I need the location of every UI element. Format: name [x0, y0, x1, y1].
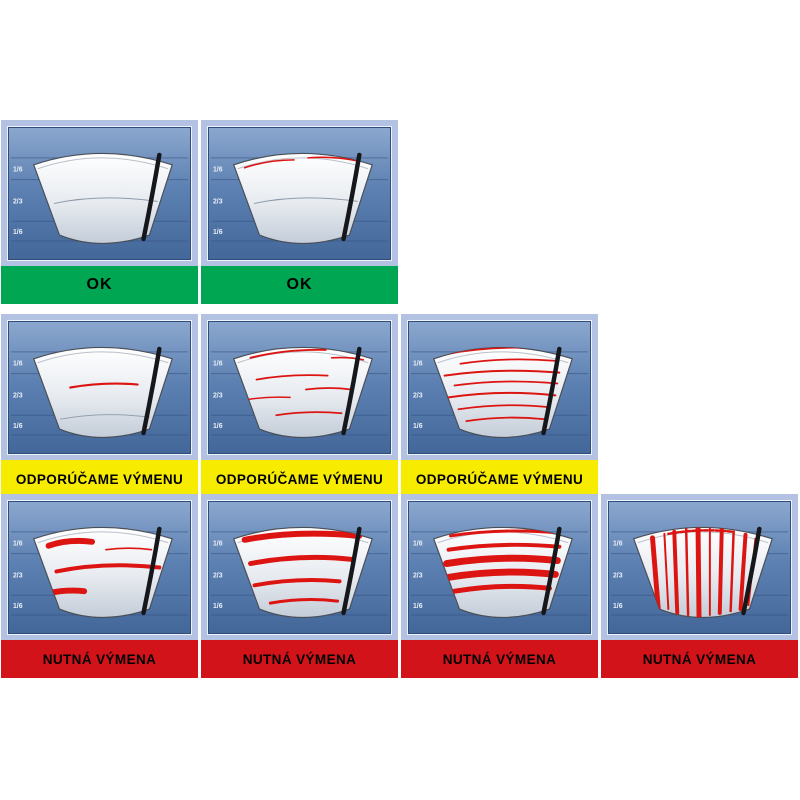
wear-streaks: [243, 156, 359, 204]
windshield-panel: [407, 320, 592, 455]
panel-frame: [401, 314, 598, 460]
wear-streak: [738, 532, 748, 612]
status-label: ODPORÚČAME VÝMENU: [201, 460, 398, 498]
cell-recommend-3: ODPORÚČAME VÝMENU: [401, 314, 598, 498]
wear-streak: [252, 578, 342, 588]
wear-streak: [69, 382, 139, 389]
windshield-illustration: [410, 502, 589, 619]
windshield-illustration: [10, 322, 189, 439]
wear-streak: [729, 530, 735, 613]
status-label: NUTNÁ VÝMENA: [1, 640, 198, 678]
wear-streaks: [247, 348, 365, 417]
status-label: OK: [201, 266, 398, 304]
panel-frame: [201, 314, 398, 460]
wear-streak: [248, 554, 356, 567]
windshield-panel: [7, 320, 192, 455]
status-label: NUTNÁ VÝMENA: [601, 640, 798, 678]
wear-streak: [105, 547, 153, 551]
wear-streak: [457, 404, 551, 411]
wear-streak: [717, 527, 724, 615]
status-label: NUTNÁ VÝMENA: [201, 640, 398, 678]
panel-frame: [201, 120, 398, 266]
wear-streak: [443, 554, 561, 568]
windshield-panel: [7, 126, 192, 261]
windshield-base: [210, 526, 389, 619]
panel-frame: [1, 494, 198, 640]
wear-streaks: [443, 529, 562, 594]
cell-replace-1: NUTNÁ VÝMENA: [1, 494, 198, 678]
wear-streak: [307, 156, 359, 162]
wear-streak: [59, 414, 150, 420]
cell-replace-4: NUTNÁ VÝMENA: [601, 494, 798, 678]
status-label: ODPORÚČAME VÝMENU: [1, 460, 198, 498]
wear-streaks: [54, 197, 158, 204]
wear-streaks: [241, 530, 363, 605]
windshield-illustration: [10, 502, 189, 619]
panel-frame: [201, 494, 398, 640]
wear-streak: [243, 159, 295, 169]
cell-ok-1: OK: [1, 120, 198, 304]
wear-streak: [446, 542, 562, 552]
cell-ok-2: OK: [201, 120, 398, 304]
windshield-panel: [407, 500, 592, 635]
wear-streak: [254, 197, 358, 204]
panel-frame: [1, 120, 198, 266]
windshield-panel: [7, 500, 192, 635]
windshield-panel: [207, 320, 392, 455]
wear-streak: [459, 358, 556, 365]
cell-recommend-2: ODPORÚČAME VÝMENU: [201, 314, 398, 498]
wear-streak: [452, 583, 552, 594]
panel-frame: [401, 494, 598, 640]
panel-frame: [1, 314, 198, 460]
windshield-panel: [607, 500, 792, 635]
status-label: OK: [1, 266, 198, 304]
wear-streaks: [59, 382, 150, 420]
wear-streak: [453, 380, 559, 387]
windshield-illustration: [210, 322, 389, 439]
wear-streak: [465, 416, 545, 423]
panel-frame: [601, 494, 798, 640]
windshield-base: [210, 346, 389, 439]
row-ok: OK OK: [1, 120, 398, 304]
row-replacement-necessary: NUTNÁ VÝMENA NUTNÁ VÝMENA: [1, 494, 798, 678]
status-label: ODPORÚČAME VÝMENU: [401, 460, 598, 498]
windshield-panel: [207, 500, 392, 635]
windshield-illustration: [210, 128, 389, 245]
windshield-base: [10, 346, 189, 439]
wear-streak: [663, 532, 670, 611]
windshield-panel: [207, 126, 392, 261]
cell-replace-3: NUTNÁ VÝMENA: [401, 494, 598, 678]
windshield-illustration: [10, 128, 189, 245]
wear-streak: [445, 568, 559, 581]
wear-streak: [672, 529, 680, 615]
wear-streak: [684, 527, 690, 617]
wear-streak: [305, 387, 353, 391]
wear-streak: [443, 369, 561, 377]
wear-streak: [54, 563, 162, 574]
wear-streaks: [650, 527, 757, 618]
windshield-illustration: [210, 502, 389, 619]
status-label: NUTNÁ VÝMENA: [401, 640, 598, 678]
wear-streak: [268, 598, 340, 605]
cell-recommend-1: ODPORÚČAME VÝMENU: [1, 314, 198, 498]
wear-streak: [275, 411, 343, 417]
wear-streak: [54, 197, 158, 204]
wear-streak: [241, 530, 363, 543]
wear-streak: [247, 396, 291, 401]
wear-streak: [695, 527, 702, 618]
windshield-base: [10, 526, 189, 619]
wear-streak: [447, 391, 557, 399]
wear-streak: [45, 587, 88, 597]
windshield-illustration: [410, 322, 589, 439]
windshield-illustration: [610, 502, 789, 619]
wear-streak: [330, 356, 365, 361]
wear-streak: [255, 374, 329, 381]
wear-streak: [249, 348, 327, 359]
row-recommend-replacement: ODPORÚČAME VÝMENU ODPORÚČAME VÝMENU: [1, 314, 598, 498]
wear-streak: [650, 535, 661, 614]
cell-replace-2: NUTNÁ VÝMENA: [201, 494, 398, 678]
wear-streak: [45, 537, 96, 549]
